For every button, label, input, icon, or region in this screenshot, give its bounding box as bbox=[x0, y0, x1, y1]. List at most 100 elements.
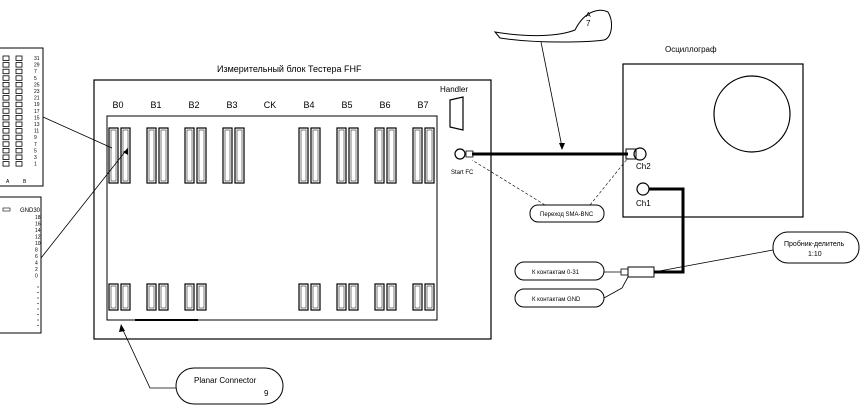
scope-title: Осциллограф bbox=[665, 45, 717, 54]
pin-square-b-16 bbox=[15, 161, 23, 167]
slot-bottom-inner-5-1 bbox=[388, 285, 395, 309]
slot-bottom-4-1 bbox=[348, 283, 359, 311]
slot-top-inner-6-0 bbox=[376, 129, 383, 182]
pin-square-b-7 bbox=[15, 101, 23, 108]
ch1-connector bbox=[636, 182, 650, 196]
pin-square-b-1 bbox=[15, 62, 23, 68]
gnd-pin-number-6: 6 bbox=[35, 254, 38, 260]
pin-number-12: 9 bbox=[34, 135, 37, 141]
pin-square-a-13 bbox=[2, 141, 10, 147]
slot-top-inner-1-1 bbox=[160, 129, 167, 182]
planar-leader bbox=[121, 327, 176, 389]
pin-square-b-14 bbox=[15, 147, 23, 154]
block-label-b5: B5 bbox=[341, 100, 352, 110]
pin-number-8: 17 bbox=[34, 109, 40, 115]
pin-square-a-4 bbox=[2, 82, 10, 88]
callout-top-leader bbox=[540, 41, 563, 148]
slot-top-inner-4-0 bbox=[300, 129, 307, 182]
slot-top-6-1 bbox=[386, 127, 397, 184]
slot-top-0-0 bbox=[108, 127, 119, 184]
slot-top-inner-5-1 bbox=[350, 129, 357, 182]
slot-top-1-1 bbox=[158, 127, 169, 184]
slot-top-1-0 bbox=[146, 127, 157, 184]
pin-number-9: 15 bbox=[34, 115, 40, 121]
pin-square-a-5 bbox=[2, 88, 10, 94]
slot-top-inner-5-0 bbox=[338, 129, 345, 182]
pin-square-a-9 bbox=[2, 115, 10, 121]
slot-bottom-2-1 bbox=[196, 283, 207, 311]
slot-top-3-1 bbox=[234, 127, 245, 184]
slot-top-inner-2-1 bbox=[198, 129, 205, 182]
pinout-lower-header: GND30 bbox=[20, 208, 41, 214]
slot-bottom-0-1 bbox=[120, 283, 131, 311]
slot-top-4-0 bbox=[298, 127, 309, 184]
slot-bottom-inner-2-1 bbox=[198, 285, 205, 309]
pin-number-7: 19 bbox=[34, 102, 40, 108]
callout-adapter-text: Переход SMA-BNC bbox=[540, 212, 594, 218]
pin-square-a-14 bbox=[2, 147, 10, 154]
ch2-plug bbox=[625, 148, 637, 160]
callout-adapter bbox=[529, 204, 605, 223]
slot-top-7-1 bbox=[424, 127, 435, 184]
slot-top-5-0 bbox=[336, 127, 347, 184]
pin-square-a-10 bbox=[2, 121, 10, 127]
gnd-pin-number-2: 14 bbox=[35, 228, 41, 234]
pin-square-b-5 bbox=[15, 88, 23, 94]
slot-bottom-inner-5-0 bbox=[376, 285, 383, 309]
block-label-b4: B4 bbox=[303, 100, 314, 110]
pin-square-b-4 bbox=[15, 82, 23, 88]
pin-square-b-6 bbox=[15, 95, 23, 101]
probe-cable bbox=[649, 187, 685, 274]
slot-bottom-inner-1-1 bbox=[160, 285, 167, 309]
pin-square-a-12 bbox=[2, 134, 10, 141]
gnd-pin-dot-5 bbox=[37, 313, 39, 316]
slot-top-inner-3-0 bbox=[224, 129, 231, 182]
slot-bottom-5-0 bbox=[374, 283, 385, 311]
block-label-b1: B1 bbox=[150, 100, 161, 110]
slot-top-2-1 bbox=[196, 127, 207, 184]
gnd-pin-number-9: 0 bbox=[35, 274, 38, 280]
callout-probe bbox=[772, 231, 860, 264]
gnd-pin-dot-1 bbox=[37, 291, 39, 294]
pin-square-a-1 bbox=[2, 62, 10, 68]
slot-bottom-6-0 bbox=[412, 283, 423, 311]
block-label-b2: B2 bbox=[188, 100, 199, 110]
slot-bottom-3-1 bbox=[310, 283, 321, 311]
slot-bottom-1-1 bbox=[158, 283, 169, 311]
slot-top-inner-6-1 bbox=[388, 129, 395, 182]
pin-number-4: 25 bbox=[34, 82, 40, 88]
slot-top-inner-3-1 bbox=[236, 129, 243, 182]
gnd-pin-number-4: 10 bbox=[35, 241, 41, 247]
pin-square-b-8 bbox=[15, 108, 23, 114]
slot-top-inner-0-0 bbox=[110, 129, 117, 182]
gnd-pin-dot-0 bbox=[37, 286, 39, 288]
pin-number-5: 23 bbox=[34, 89, 40, 95]
pin-number-6: 21 bbox=[34, 96, 40, 102]
pin-square-a-7 bbox=[2, 101, 10, 108]
slot-bottom-inner-0-0 bbox=[110, 285, 117, 309]
callout-contacts-gnd-text: К контактам GND bbox=[532, 297, 581, 303]
slot-top-2-0 bbox=[184, 127, 195, 184]
pin-number-10: 13 bbox=[34, 122, 40, 128]
pin-square-a-2 bbox=[2, 68, 10, 75]
slot-top-4-1 bbox=[310, 127, 321, 184]
pin-square-b-12 bbox=[15, 134, 23, 141]
slot-bottom-4-0 bbox=[336, 283, 347, 311]
callout-probe-text1: Пробник-делитель bbox=[784, 240, 845, 248]
ch2-connector bbox=[633, 147, 647, 161]
connector-slots bbox=[108, 127, 435, 311]
gnd-pin-dot-3 bbox=[37, 302, 39, 305]
tester-inner-board bbox=[106, 115, 438, 321]
slot-top-3-0 bbox=[222, 127, 233, 184]
slot-bottom-3-0 bbox=[298, 283, 309, 311]
slot-bottom-0-0 bbox=[108, 283, 119, 311]
pinout-link-lower bbox=[40, 147, 129, 259]
slot-bottom-5-1 bbox=[386, 283, 397, 311]
slot-bottom-inner-6-1 bbox=[426, 285, 433, 309]
gnd-pin-number-0: 18 bbox=[35, 215, 41, 221]
pin-square-b-9 bbox=[15, 115, 23, 121]
start-fc-label: Start FC bbox=[451, 170, 474, 176]
pin-number-15: 3 bbox=[34, 155, 37, 161]
